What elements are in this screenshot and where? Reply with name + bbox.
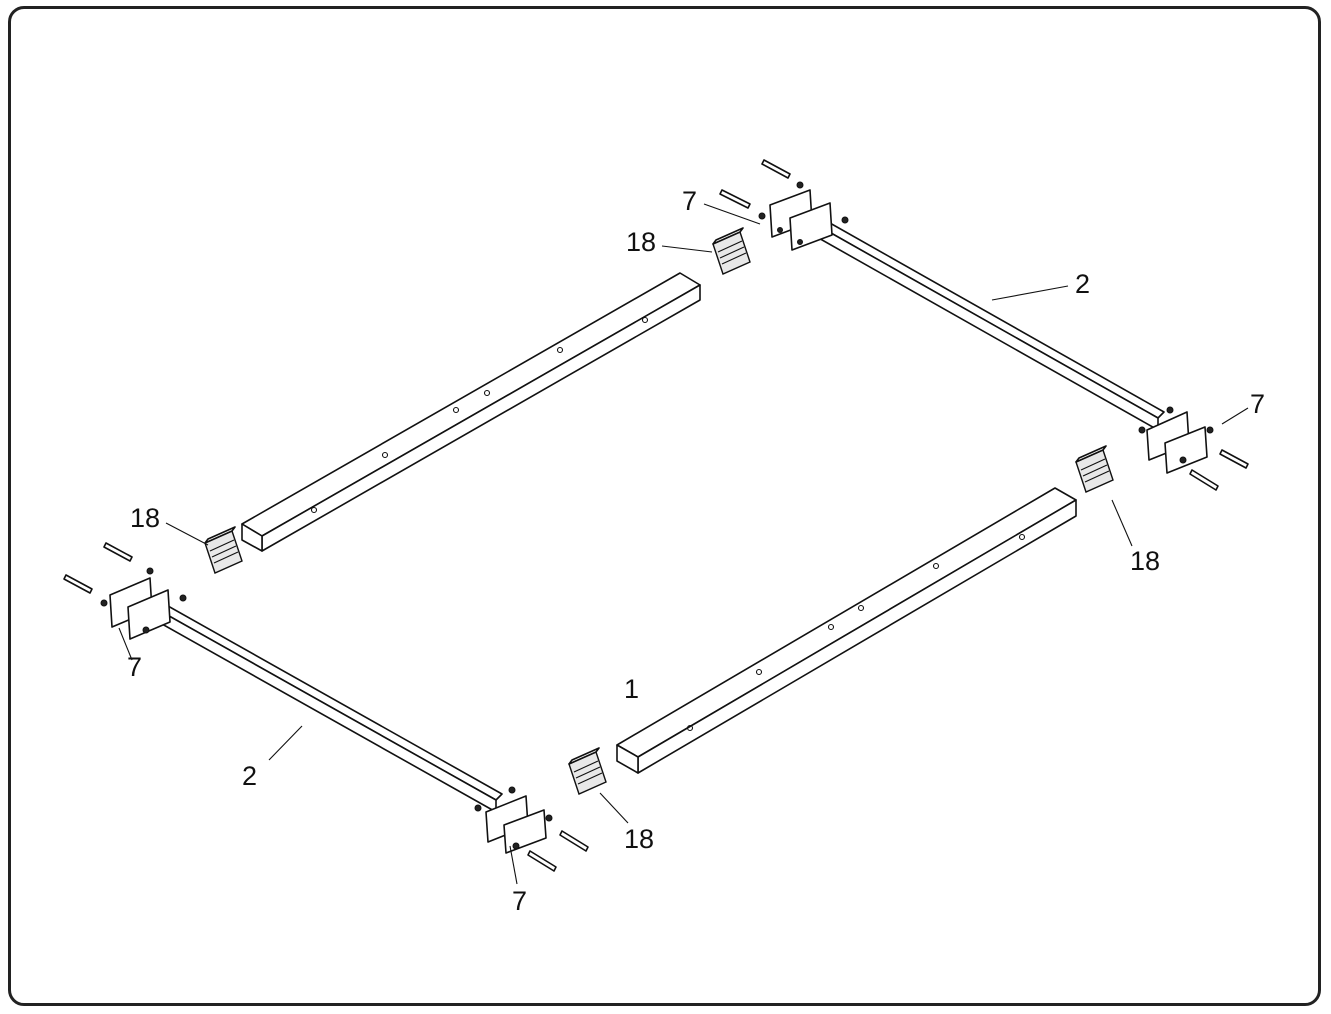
diagram-frame	[8, 6, 1321, 1006]
label-cap-top: 18	[626, 227, 656, 257]
end-cap-top	[712, 227, 751, 275]
label-rail-front: 1	[624, 674, 639, 704]
label-bar-bottom-left: 2	[242, 761, 257, 791]
label-cap-left: 18	[130, 503, 160, 533]
rail-front	[616, 487, 1077, 774]
bar-bottom-left	[63, 542, 589, 872]
label-bracket-top-right: 7	[1250, 389, 1265, 419]
label-bar-top-right: 2	[1075, 269, 1090, 299]
bar-top-right	[719, 159, 1249, 491]
label-bracket-left: 7	[127, 652, 142, 682]
end-cap-bottom	[568, 747, 607, 795]
end-cap-left	[204, 526, 243, 574]
label-cap-right: 18	[1130, 546, 1160, 576]
leader-lines	[118, 203, 1249, 885]
end-cap-right	[1075, 445, 1114, 493]
label-bracket-bottom: 7	[512, 886, 527, 916]
label-bracket-top-left: 7	[682, 186, 697, 216]
label-cap-bottom: 18	[624, 824, 654, 854]
rail-upper	[241, 272, 701, 552]
